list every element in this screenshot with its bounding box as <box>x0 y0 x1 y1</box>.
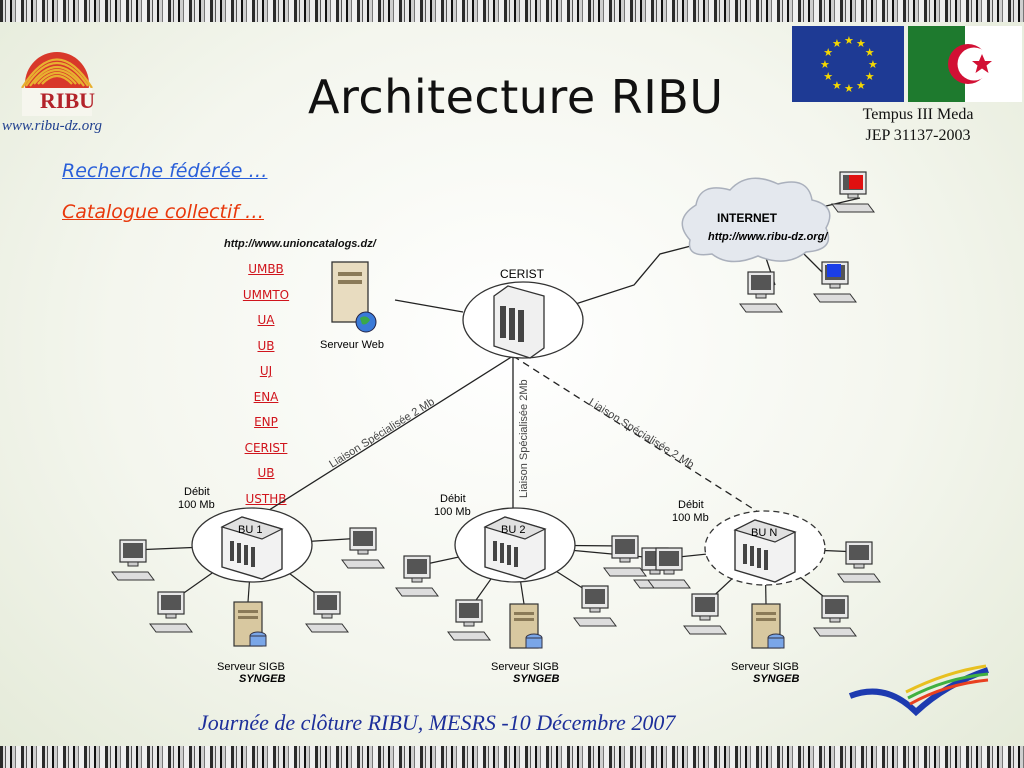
svg-text:★: ★ <box>868 59 878 71</box>
sigb-server-sublabel: SYNGEB <box>753 673 800 685</box>
university-item[interactable]: UB <box>257 338 275 353</box>
bu-label: BU 2 <box>501 524 525 536</box>
link-label-right: Liaison Spécialisée 2 Mb <box>586 396 696 471</box>
swoosh-logo-icon <box>848 664 989 717</box>
university-item[interactable]: USTHB <box>245 491 287 506</box>
svg-text:★: ★ <box>823 71 833 83</box>
svg-text:★: ★ <box>844 35 854 47</box>
debit-label: Débit <box>184 486 210 498</box>
page-title: Architecture RIBU <box>308 70 724 124</box>
partner-line-2: JEP 31137-2003 <box>865 127 971 144</box>
workstation-icon <box>149 591 193 633</box>
catalogue-link[interactable]: Catalogue collectif … <box>62 201 264 223</box>
sigb-server-icon <box>233 601 267 647</box>
university-item[interactable]: UMMTO <box>242 287 290 302</box>
internet-pc-1-icon <box>831 171 875 213</box>
sigb-server-label: Serveur SIGB <box>217 661 285 673</box>
link-web-cerist <box>394 299 464 313</box>
internet-cloud <box>681 177 831 263</box>
workstation-icon <box>111 539 155 581</box>
sigb-server-label: Serveur SIGB <box>731 661 799 673</box>
svg-text:★: ★ <box>856 38 866 50</box>
debit-label: 100 Mb <box>672 512 709 524</box>
web-server-icon <box>331 261 377 333</box>
workstation-icon <box>341 527 385 569</box>
footer-text: Journée de clôture RIBU, MESRS -10 Décem… <box>198 710 676 735</box>
partner-info: Tempus III Meda JEP 31137-2003 <box>834 104 1002 146</box>
workstation-icon <box>813 595 857 637</box>
ribu-logo-icon <box>21 52 93 116</box>
svg-text:★: ★ <box>844 83 854 95</box>
bu-label: BU 1 <box>238 524 262 536</box>
union-catalog-url: http://www.unioncatalogs.dz/ <box>224 238 376 250</box>
cerist-server-icon <box>493 285 545 359</box>
bu-label: BU N <box>751 527 777 539</box>
top-decorative-band <box>0 0 1024 22</box>
workstation-icon <box>837 541 881 583</box>
university-item[interactable]: UB <box>257 466 275 480</box>
link-label-left: Liaison Spécialisée 2 Mb <box>327 396 437 471</box>
university-item[interactable]: UA <box>257 313 275 327</box>
university-item[interactable]: CERIST <box>244 440 288 455</box>
svg-text:★: ★ <box>865 71 875 83</box>
sigb-server-label: Serveur SIGB <box>491 661 559 673</box>
workstation-icon <box>573 585 617 627</box>
university-item[interactable]: ENP <box>254 415 278 429</box>
debit-label: Débit <box>440 493 466 505</box>
sigb-server-icon <box>751 603 785 649</box>
internet-label: INTERNET <box>717 211 778 225</box>
eu-flag-icon: ★★★★★★★★★★★★ <box>792 26 904 102</box>
federated-search-link[interactable]: Recherche fédérée … <box>62 160 268 182</box>
sigb-server-icon <box>509 603 543 649</box>
svg-text:★: ★ <box>832 80 842 92</box>
svg-text:★: ★ <box>856 80 866 92</box>
algeria-flag-icon <box>908 26 1022 102</box>
svg-text:★: ★ <box>865 47 875 59</box>
university-item[interactable]: ENA <box>253 389 279 404</box>
bottom-decorative-band <box>0 746 1024 768</box>
university-item[interactable]: UMBB <box>248 262 284 276</box>
link-cerist-bun <box>512 355 759 513</box>
internet-pc-2-icon <box>739 271 783 313</box>
link-label-center: Liaison Spécialisée 2Mb <box>518 379 530 498</box>
svg-text:★: ★ <box>832 38 842 50</box>
workstation-icon <box>395 555 439 597</box>
cerist-label: CERIST <box>500 267 545 281</box>
workstation-icon <box>447 599 491 641</box>
internet-pc-3-icon <box>813 261 857 303</box>
sigb-server-sublabel: SYNGEB <box>239 673 286 685</box>
logo-url: www.ribu-dz.org <box>2 118 103 134</box>
sigb-server-sublabel: SYNGEB <box>513 673 560 685</box>
debit-label: 100 Mb <box>178 499 215 511</box>
link-cerist-bu1 <box>265 355 514 513</box>
logo-text: RIBU <box>40 88 96 113</box>
internet-url: http://www.ribu-dz.org/ <box>708 231 829 243</box>
web-server-label: Serveur Web <box>320 339 384 351</box>
workstation-icon <box>305 591 349 633</box>
debit-label: 100 Mb <box>434 506 471 518</box>
workstation-icon <box>683 593 727 635</box>
partner-line-1: Tempus III Meda <box>862 106 974 123</box>
svg-text:★: ★ <box>820 59 830 71</box>
svg-text:★: ★ <box>823 47 833 59</box>
university-item[interactable]: UJ <box>259 364 273 378</box>
debit-label: Débit <box>678 499 704 511</box>
